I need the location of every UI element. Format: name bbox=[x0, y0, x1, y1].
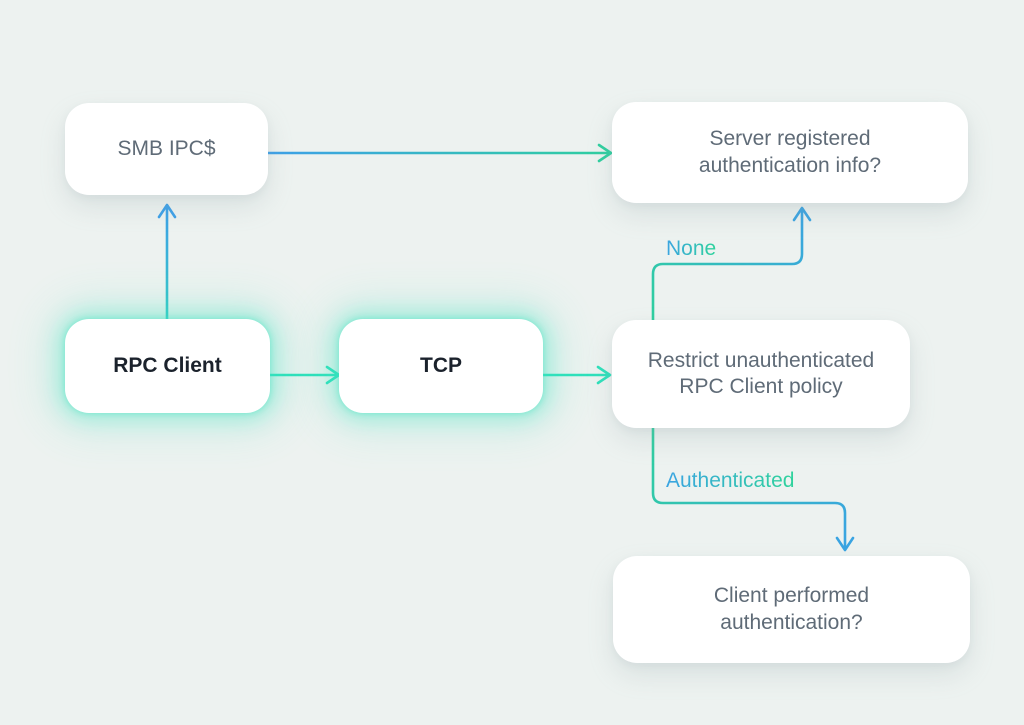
node-restrict-policy-label: Restrict unauthenticated RPC Client poli… bbox=[647, 348, 875, 398]
arrow-smb-to-server bbox=[266, 143, 613, 163]
node-rpc-client: RPC Client bbox=[65, 319, 270, 413]
node-server-registered-auth-info: Server registered authentication info? bbox=[612, 102, 968, 203]
node-client-performed-label: Client performed authentication? bbox=[713, 584, 870, 634]
node-smb-ipc: SMB IPC$ bbox=[65, 103, 268, 195]
node-client-performed-authentication: Client performed authentication? bbox=[613, 556, 970, 663]
arrow-restrict-to-client-authenticated bbox=[651, 426, 855, 552]
node-tcp-label: TCP bbox=[420, 353, 462, 377]
arrow-rpc-to-tcp bbox=[268, 365, 341, 385]
node-restrict-unauthenticated-rpc-client-policy: Restrict unauthenticated RPC Client poli… bbox=[612, 320, 910, 428]
arrow-rpc-to-smb bbox=[157, 203, 177, 321]
arrow-restrict-to-server-none bbox=[651, 206, 812, 322]
node-smb-ipc-label: SMB IPC$ bbox=[117, 136, 216, 160]
node-server-registered-auth-info-label: Server registered authentication info? bbox=[698, 127, 882, 177]
edge-label-none: None bbox=[666, 237, 717, 260]
node-rpc-client-label: RPC Client bbox=[113, 353, 222, 377]
edge-label-authenticated: Authenticated bbox=[666, 469, 795, 492]
arrow-tcp-to-restrict bbox=[541, 365, 612, 385]
node-tcp: TCP bbox=[339, 319, 543, 413]
